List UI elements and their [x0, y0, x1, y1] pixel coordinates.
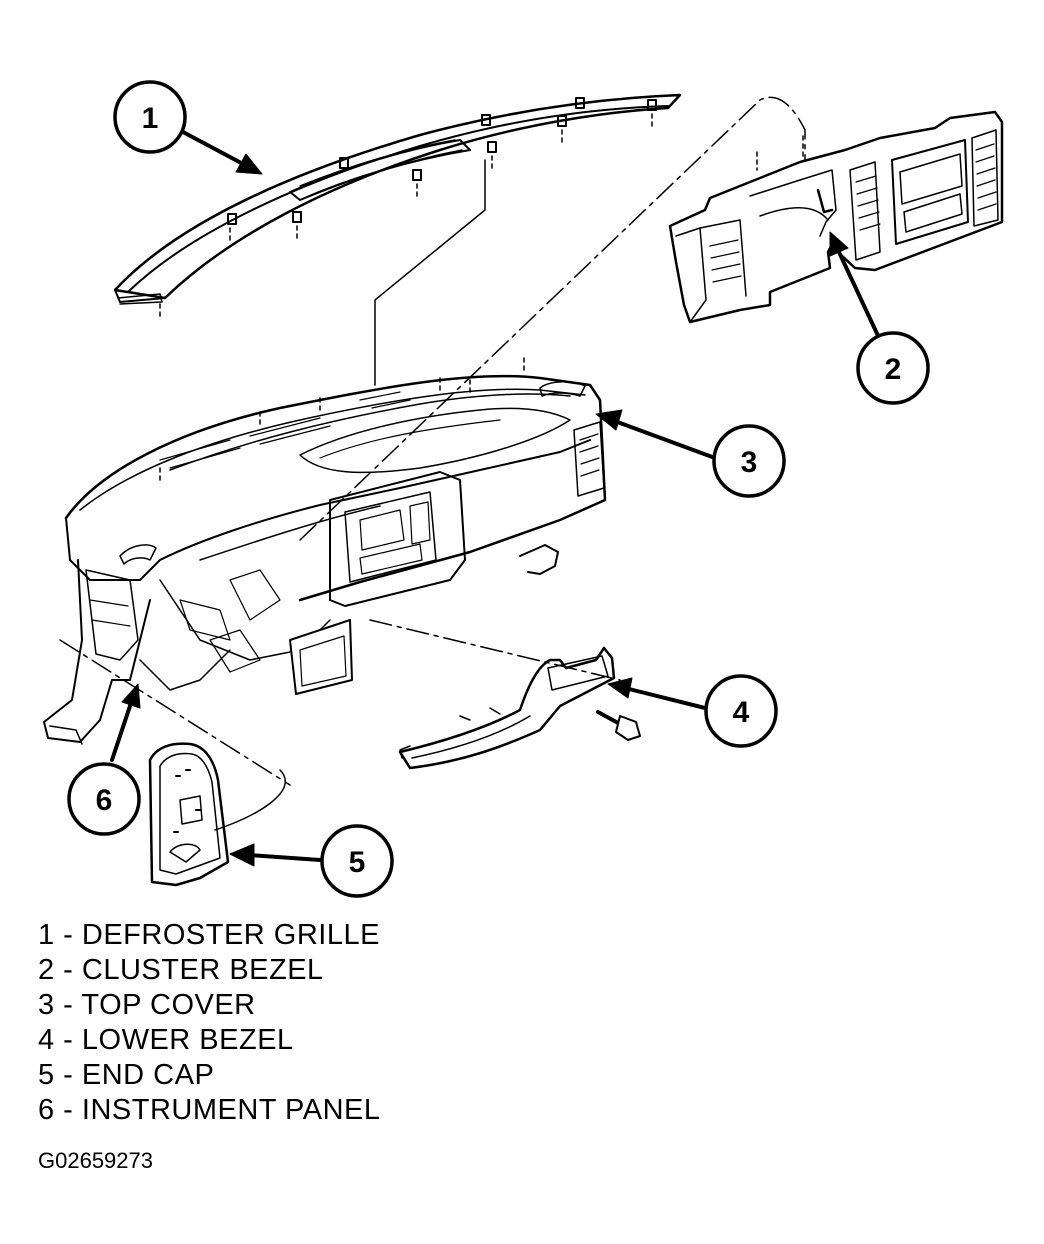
svg-text:4: 4 [733, 696, 750, 729]
svg-text:1: 1 [142, 102, 159, 135]
callout-3: 3 [712, 424, 786, 498]
callout-6: 6 [67, 762, 141, 836]
screw-icon [596, 710, 641, 741]
end-cap-part [148, 742, 230, 887]
callout-4: 4 [704, 674, 778, 748]
callout-arrows [110, 130, 882, 867]
legend-item-lower-bezel: 4 - LOWER BEZEL [38, 1024, 294, 1056]
cluster-bezel-part [668, 110, 1004, 324]
legend-item-top-cover: 3 - TOP COVER [38, 989, 256, 1021]
callout-2: 2 [856, 331, 930, 405]
legend-item-end-cap: 5 - END CAP [38, 1059, 215, 1091]
legend-item-defroster-grille: 1 - DEFROSTER GRILLE [38, 919, 380, 951]
parts-legend: 1 - DEFROSTER GRILLE 2 - CLUSTER BEZEL 3… [38, 918, 380, 1128]
legend-item-instrument-panel: 6 - INSTRUMENT PANEL [38, 1094, 381, 1126]
legend-item-cluster-bezel: 2 - CLUSTER BEZEL [38, 954, 324, 986]
svg-text:3: 3 [741, 446, 758, 479]
svg-text:5: 5 [349, 846, 366, 879]
svg-text:6: 6 [96, 784, 113, 817]
callout-5: 5 [320, 824, 394, 898]
figure-code: G02659273 [38, 1148, 153, 1173]
instrument-panel-part [43, 357, 607, 745]
svg-text:2: 2 [885, 353, 902, 386]
callout-1: 1 [113, 80, 187, 154]
defroster-grille-part [113, 93, 682, 319]
exploded-diagram: 1 2 3 4 5 6 [43, 80, 1004, 898]
alignment-lines [59, 96, 806, 831]
lower-bezel-part [398, 646, 641, 770]
